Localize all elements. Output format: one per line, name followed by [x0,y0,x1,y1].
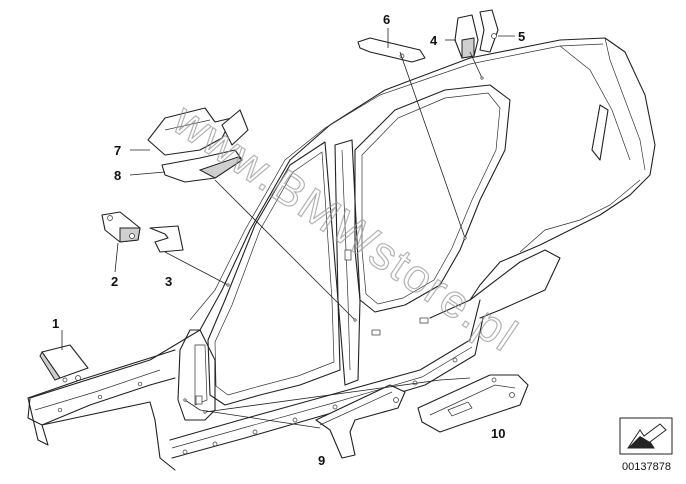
callout-7: 7 [114,143,121,158]
callout-6: 6 [383,12,390,27]
part-5 [479,9,499,53]
callout-9: 9 [318,453,325,468]
callout-8: 8 [114,168,121,183]
body-side-frame [27,37,656,471]
part-9 [315,384,406,459]
diagram-number: 00137878 [622,461,671,473]
watermark-text: www.BMWstore.pl [164,93,528,362]
callout-4: 4 [430,33,438,48]
part-7 [147,107,249,156]
callout-10: 10 [491,426,505,441]
part-10 [417,374,529,433]
callout-labels: 1 2 3 4 5 6 7 8 9 10 [52,12,525,468]
part-4 [454,14,479,59]
part-6 [357,37,426,63]
orientation-arrow-icon [619,417,673,455]
part-8 [161,149,243,183]
callout-3: 3 [165,274,172,289]
callout-1: 1 [52,316,59,331]
leader-lines [61,28,515,429]
callout-5: 5 [518,29,525,44]
part-2 [101,211,141,243]
callout-2: 2 [111,274,118,289]
part-3 [149,225,184,253]
part-1 [39,344,89,383]
